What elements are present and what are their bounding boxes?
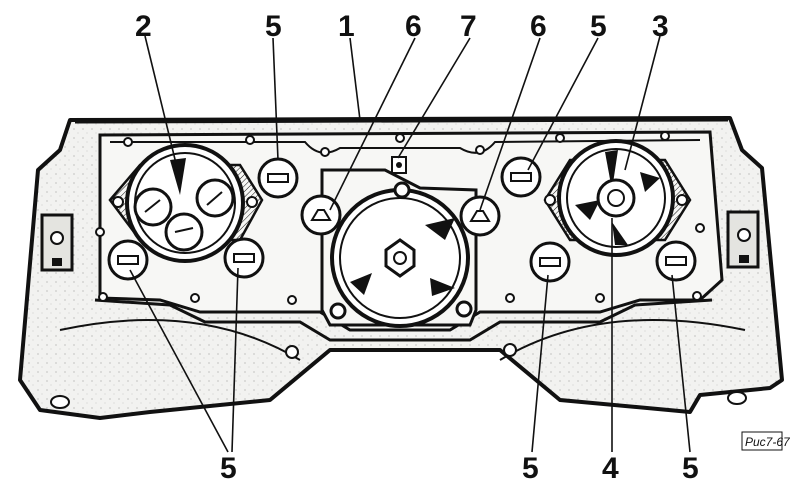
- combination-gauge-cluster: [108, 143, 264, 263]
- callout-6-right: 6: [530, 10, 547, 43]
- leader-lines: [129, 35, 691, 453]
- top-rail: [74, 118, 729, 124]
- tachometer-gauge: [543, 139, 692, 257]
- callout-5-bottom-right: 5: [682, 452, 699, 485]
- callout-4: 4: [602, 452, 619, 485]
- speedometer-center: [320, 168, 478, 328]
- callout-5-bottom-mid: 5: [522, 452, 539, 485]
- callout-2: 2: [135, 10, 152, 43]
- lower-bezel: [94, 298, 713, 342]
- callout-7: 7: [460, 10, 477, 43]
- mounting-holes: [50, 343, 747, 409]
- figure-ref-box: [741, 431, 783, 451]
- callout-5-top-left: 5: [265, 10, 282, 43]
- right-mounting-bracket: [726, 210, 760, 269]
- callout-5-top-right: 5: [590, 10, 607, 43]
- figure-reference: Pис7-67: [745, 435, 791, 449]
- callout-5-bottom-left: 5: [220, 452, 237, 485]
- warning-lamps: [107, 156, 697, 283]
- callout-6-left: 6: [405, 10, 422, 43]
- callout-3: 3: [652, 10, 669, 43]
- callout-1: 1: [338, 10, 355, 43]
- indicator-lamp-top: [391, 156, 407, 174]
- warning-lamp-bulbs: [117, 172, 687, 267]
- screws: [95, 131, 705, 305]
- left-mounting-bracket: [40, 213, 74, 272]
